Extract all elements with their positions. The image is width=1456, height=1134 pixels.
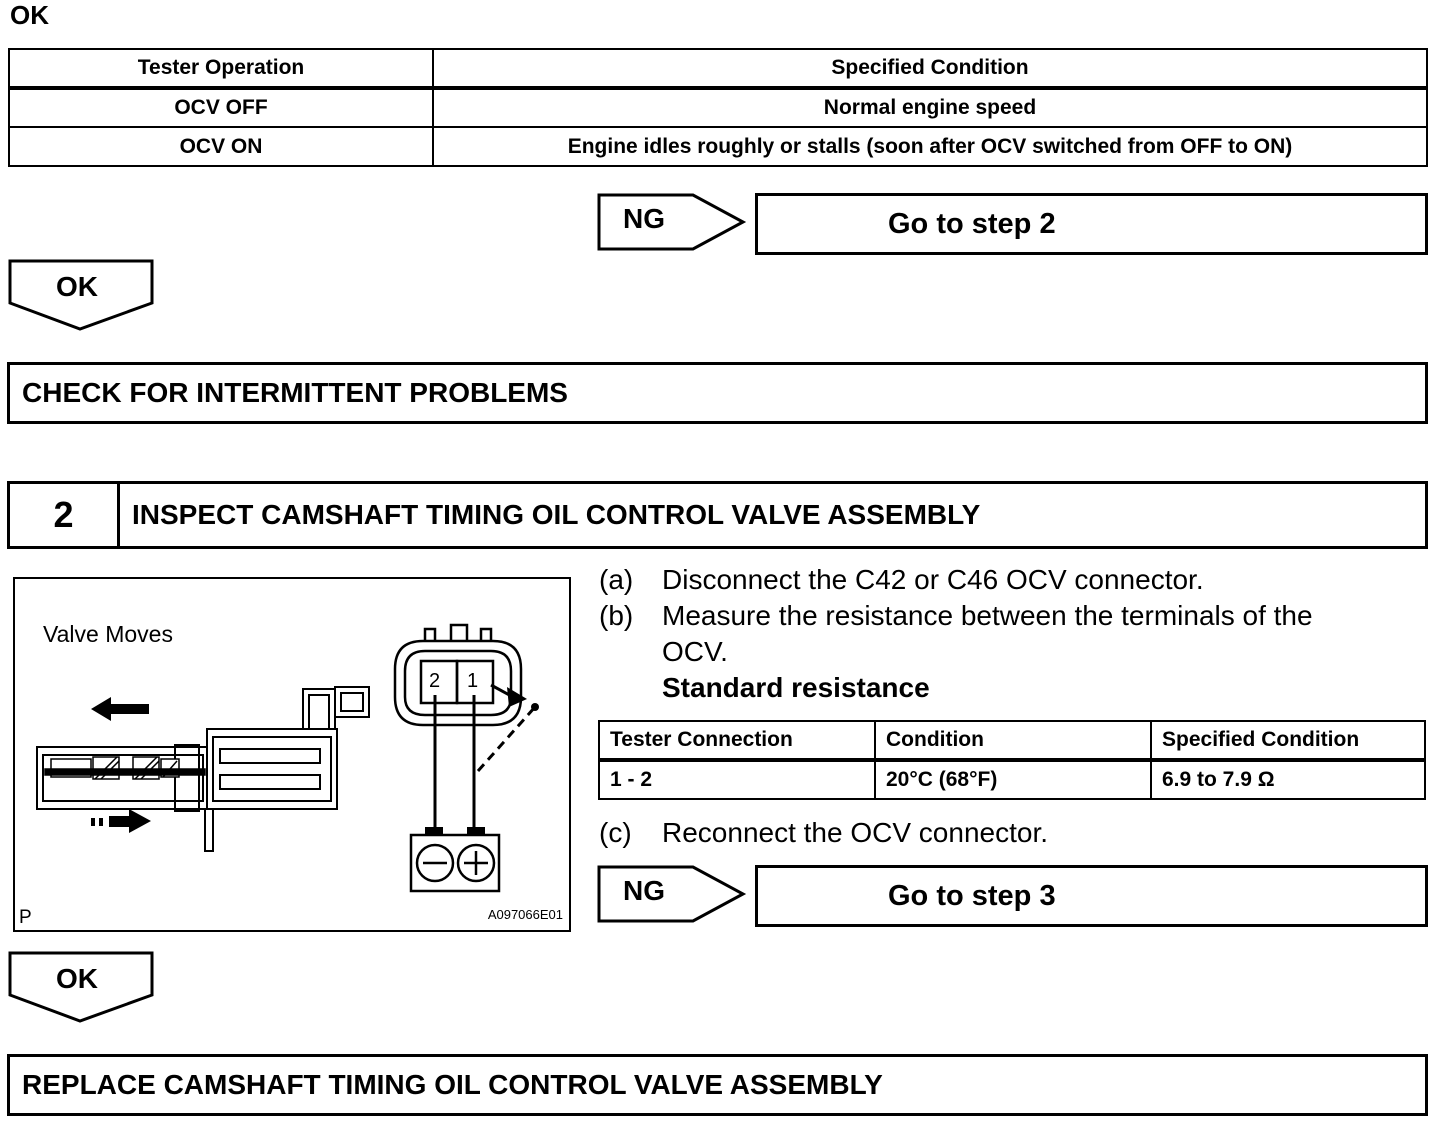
battery-icon bbox=[409, 827, 501, 893]
table-cell: Normal engine speed bbox=[432, 87, 1428, 128]
terminal-2-label: 2 bbox=[429, 670, 440, 692]
table-header-row: Tester Operation Specified Condition bbox=[8, 48, 1428, 90]
step-header: 2 INSPECT CAMSHAFT TIMING OIL CONTROL VA… bbox=[7, 481, 1428, 549]
valve-spool bbox=[44, 756, 206, 780]
step-a-text: Disconnect the C42 or C46 OCV connector. bbox=[662, 564, 1204, 595]
table-cell: Engine idles roughly or stalls (soon aft… bbox=[432, 126, 1428, 167]
caption-text: Valve Moves bbox=[43, 621, 173, 647]
connector-icon bbox=[393, 623, 523, 727]
arrow-left-icon bbox=[91, 697, 149, 721]
table-cell: 20°C (68°F) bbox=[874, 759, 1152, 800]
check-intermittent-box: CHECK FOR INTERMITTENT PROBLEMS bbox=[7, 362, 1428, 424]
valve-body bbox=[36, 686, 370, 852]
instructions-ab: (a) Disconnect the C42 or C46 OCV connec… bbox=[599, 562, 1429, 712]
replace-ocv-box: REPLACE CAMSHAFT TIMING OIL CONTROL VALV… bbox=[7, 1054, 1428, 1116]
ok-label: OK bbox=[56, 271, 98, 302]
table-row: OCV ON Engine idles roughly or stalls (s… bbox=[8, 126, 1428, 167]
step-b-label: (b) bbox=[599, 600, 634, 631]
table-cell: 1 - 2 bbox=[598, 759, 876, 800]
ocv-diagram: Valve Moves bbox=[13, 577, 571, 932]
table-cell: OCV ON bbox=[8, 126, 434, 167]
tester-operation-table: Tester Operation Specified Condition OCV… bbox=[8, 48, 1428, 167]
step-b-text-cont: OCV. bbox=[662, 636, 728, 667]
ok-label: OK bbox=[56, 963, 98, 994]
table-cell: 6.9 to 7.9 Ω bbox=[1150, 759, 1426, 800]
ok-chevron-icon bbox=[8, 951, 154, 1023]
ok-chevron-icon bbox=[8, 259, 154, 331]
table-header-cell: Specified Condition bbox=[1150, 720, 1426, 762]
instructions-c: (c) Reconnect the OCV connector. bbox=[599, 815, 1429, 855]
corner-letter: P bbox=[19, 907, 32, 928]
step-c-label: (c) bbox=[599, 817, 632, 848]
figure-id: A097066E01 bbox=[488, 907, 563, 922]
step-a-label: (a) bbox=[599, 564, 634, 595]
table-header-cell: Specified Condition bbox=[432, 48, 1428, 90]
step-c-text: Reconnect the OCV connector. bbox=[662, 817, 1048, 848]
ng-label: NG bbox=[623, 203, 665, 234]
table-row: 1 - 2 20°C (68°F) 6.9 to 7.9 Ω bbox=[598, 759, 1426, 800]
standard-heading: Standard resistance bbox=[662, 672, 930, 703]
ng-arrow-step3: NG bbox=[597, 865, 747, 923]
ng-label: NG bbox=[623, 875, 665, 906]
table-header-cell: Condition bbox=[874, 720, 1152, 762]
ocv-illustration: Valve Moves bbox=[19, 621, 563, 928]
step-number: 2 bbox=[10, 484, 120, 546]
ok-arrow-1: OK bbox=[8, 259, 154, 331]
table-header-cell: Tester Operation bbox=[8, 48, 434, 90]
table-row: OCV OFF Normal engine speed bbox=[8, 87, 1428, 128]
arrow-right-dashed-icon bbox=[91, 809, 151, 833]
table-header-row: Tester Connection Condition Specified Co… bbox=[598, 720, 1426, 762]
step-title: INSPECT CAMSHAFT TIMING OIL CONTROL VALV… bbox=[132, 499, 981, 530]
previous-result-label: OK bbox=[10, 0, 49, 30]
step-b-text: Measure the resistance between the termi… bbox=[662, 600, 1313, 631]
resistance-table: Tester Connection Condition Specified Co… bbox=[598, 720, 1426, 800]
contact-arrow-icon bbox=[507, 687, 527, 707]
goto-step3-link[interactable]: Go to step 3 bbox=[755, 865, 1428, 927]
table-header-cell: Tester Connection bbox=[598, 720, 876, 762]
terminal-1-label: 1 bbox=[467, 670, 478, 692]
ok-arrow-2: OK bbox=[8, 951, 154, 1023]
ng-arrow-step2: NG bbox=[597, 193, 747, 251]
table-cell: OCV OFF bbox=[8, 87, 434, 128]
ng-arrow-icon bbox=[597, 193, 747, 251]
goto-step2-link[interactable]: Go to step 2 bbox=[755, 193, 1428, 255]
ng-arrow-icon bbox=[597, 865, 747, 923]
